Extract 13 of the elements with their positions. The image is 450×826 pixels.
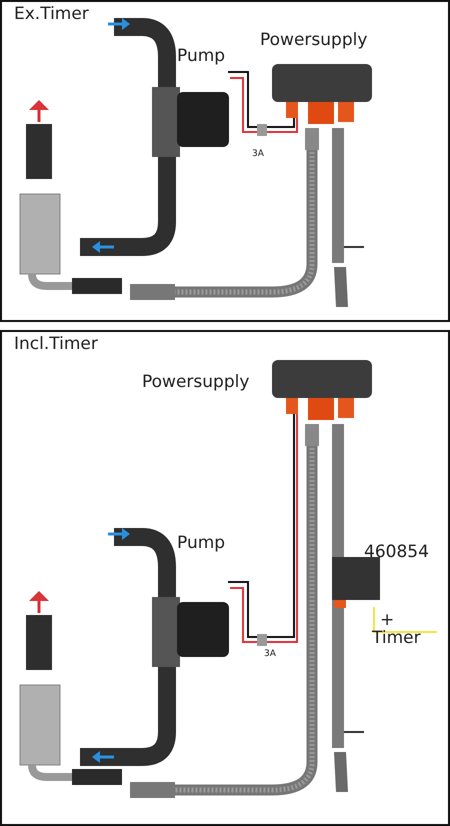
panel-heading: Incl.Timer [14,334,98,354]
fuse-rating-label: 3A [264,650,276,659]
part-label: + [380,612,394,629]
part-label: Powersupply [142,374,250,391]
part-label: Pump [177,48,226,65]
part-label: Timer [372,630,421,647]
diagram-panel [0,330,450,826]
part-label: Powersupply [260,32,368,49]
panel-heading: Ex.Timer [14,4,89,24]
part-label: 460854 [364,544,429,561]
diagram-panel [0,0,450,322]
part-label: Pump [177,535,226,552]
fuse-rating-label: 3A [252,150,264,159]
